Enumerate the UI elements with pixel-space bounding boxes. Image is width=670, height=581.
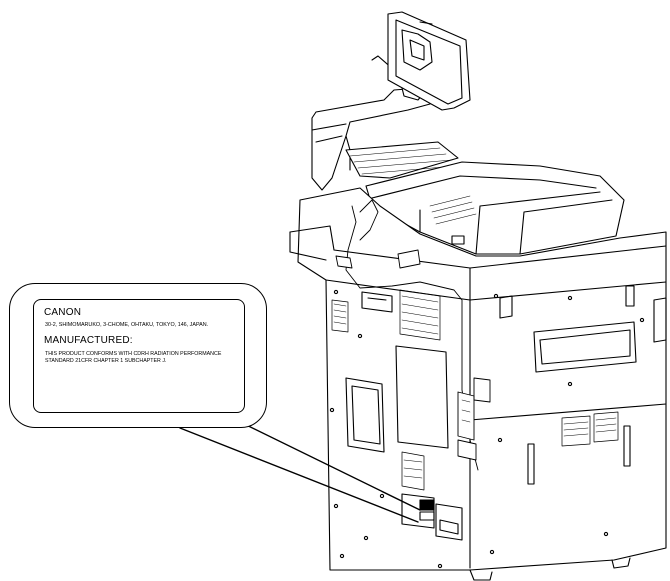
cable-harness-icon (335, 199, 491, 471)
label-callout: CANON 30-2, SHIMOMARUKO, 3-CHOME, OHTAKU… (9, 283, 267, 428)
document-feeder-icon (365, 161, 625, 255)
side-panel-details-icon (489, 285, 667, 555)
output-tray-icon (345, 141, 459, 179)
callout-pointer-icon (179, 417, 421, 523)
label-address: 30-2, SHIMOMARUKO, 3-CHOME, OHTAKU, TOKY… (45, 322, 209, 328)
rear-panel-details-icon (329, 289, 463, 569)
label-compliance: THIS PRODUCT CONFORMS WITH CDRH RADIATIO… (45, 351, 222, 364)
label-manufactured: MANUFACTURED: (44, 335, 133, 346)
casters-icon (469, 557, 631, 581)
label-brand: CANON (44, 307, 82, 318)
rating-label: CANON 30-2, SHIMOMARUKO, 3-CHOME, OHTAKU… (33, 299, 245, 413)
control-panel-screen-icon (387, 11, 471, 111)
